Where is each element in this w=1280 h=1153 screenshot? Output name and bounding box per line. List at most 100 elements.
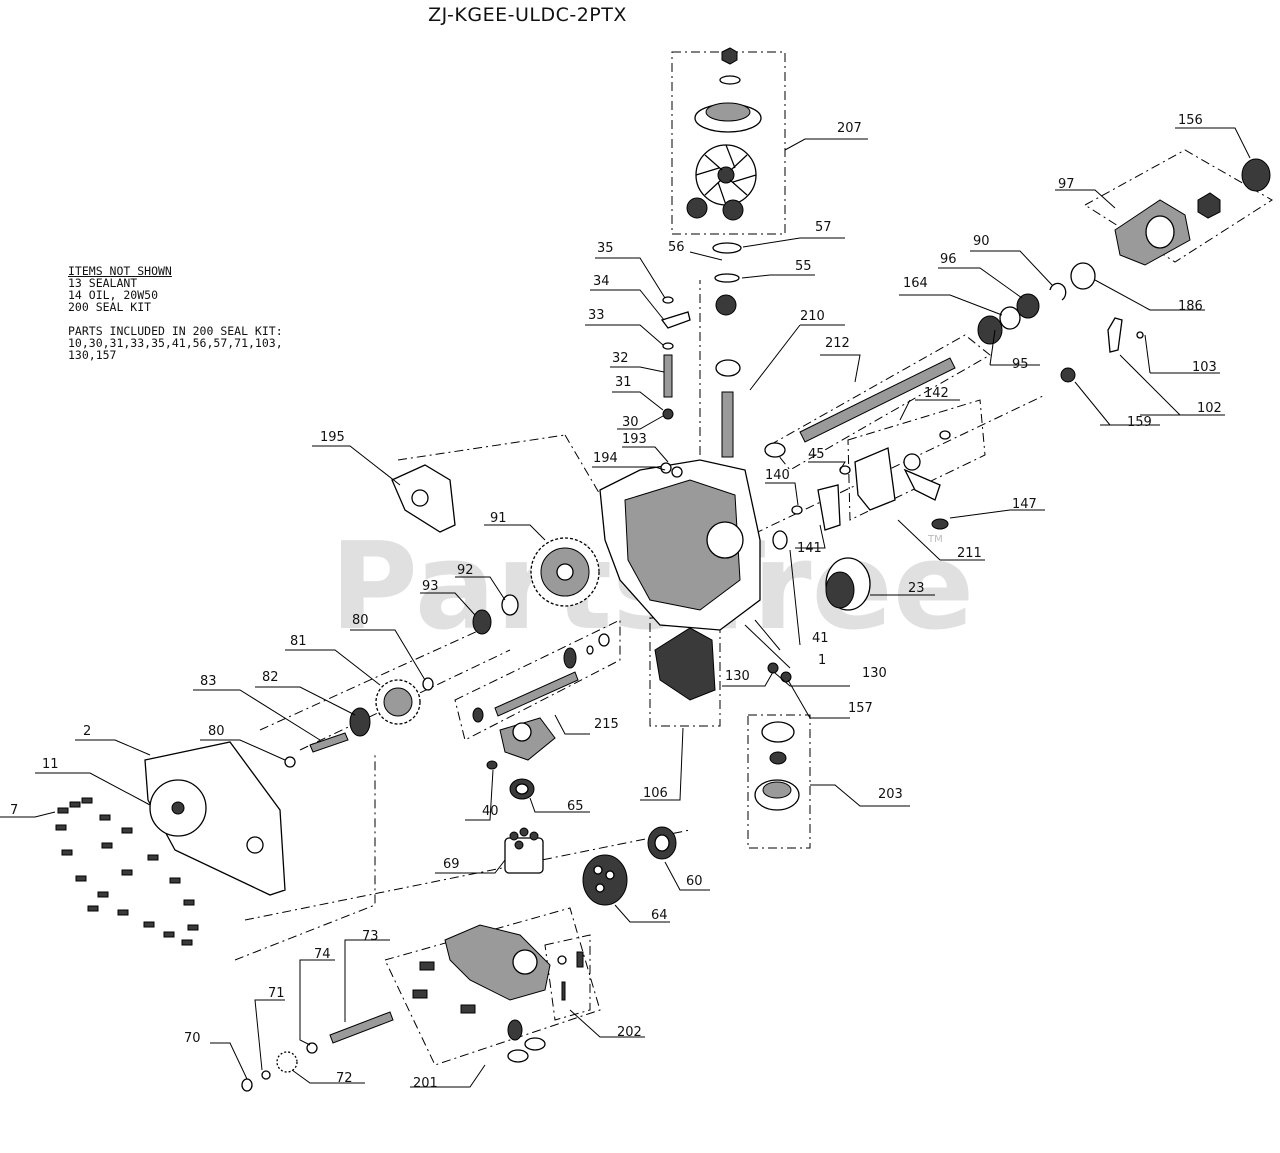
callout-label: 156 [1178, 113, 1203, 128]
spring-part [769, 751, 787, 765]
oring-part [761, 721, 795, 743]
pinion-part [349, 707, 371, 737]
cover-hub-part [171, 801, 185, 815]
gear-body-part [383, 687, 413, 717]
callout-label: 35 [597, 241, 614, 256]
callout-label: 147 [1012, 497, 1037, 512]
seal-kit-header: PARTS INCLUDED IN 200 SEAL KIT: [68, 324, 283, 338]
center-section-bore-part [512, 949, 538, 975]
callout-label: 41 [812, 631, 829, 646]
callout-label: 60 [686, 874, 703, 889]
callout-label: 164 [903, 276, 928, 291]
callout-labels: 207 156 97 57 56 55 35 34 33 32 31 30 90… [10, 113, 1222, 1091]
callout-label: 72 [336, 1071, 353, 1086]
clip-part [662, 296, 674, 304]
shaft-part [309, 732, 349, 753]
callout-label: 194 [593, 451, 618, 466]
callout-label: 130 [725, 669, 750, 684]
arm-part [660, 311, 691, 329]
callout-label: 102 [1197, 401, 1222, 416]
washer-part [422, 677, 434, 691]
callout-label: 93 [422, 579, 439, 594]
callout-label: 30 [622, 415, 639, 430]
leader-lines [0, 127, 1251, 1088]
callout-label: 159 [1127, 415, 1152, 430]
callout-label: 83 [200, 674, 217, 689]
center-section-part [444, 924, 551, 1001]
housing-interior-part [624, 479, 741, 611]
gear-hub-part [556, 563, 574, 581]
washer-part [598, 633, 610, 647]
oring-part [662, 342, 674, 350]
callout-label: 70 [184, 1031, 201, 1046]
washer-part [284, 756, 296, 768]
callout-label: 82 [262, 670, 279, 685]
callout-label: 95 [1012, 357, 1029, 372]
seal-part [1070, 262, 1096, 290]
callout-label: 69 [443, 857, 460, 872]
seal-part [507, 1049, 529, 1063]
callout-label: 73 [362, 929, 379, 944]
snap-ring-part [1049, 282, 1067, 301]
group-box-212 [769, 334, 991, 471]
bearing-bore-part [515, 783, 529, 795]
gear-part [715, 294, 737, 316]
callout-label: 56 [668, 240, 685, 255]
nut-part [1197, 192, 1221, 219]
arm-part [903, 468, 941, 501]
callout-label: 40 [482, 804, 499, 819]
bearing-part [472, 707, 484, 723]
ball-part [557, 955, 567, 965]
pin-part [486, 760, 498, 770]
swash-bore-part [512, 722, 532, 742]
callout-label: 92 [457, 563, 474, 578]
callout-label: 7 [10, 803, 18, 818]
callout-label: 106 [643, 786, 668, 801]
callout-label: 140 [765, 468, 790, 483]
guide-line [719, 394, 1046, 551]
cam-part [563, 647, 577, 669]
bearing-part [472, 609, 492, 635]
housing-bore-part [706, 521, 744, 559]
bearing-part [764, 442, 786, 458]
oring-part [772, 530, 788, 550]
seal-kit-line: 10,30,31,33,35,41,56,57,71,103, [68, 336, 283, 350]
callout-label: 195 [320, 430, 345, 445]
washer-part [719, 75, 741, 85]
callout-label: 31 [615, 375, 632, 390]
guide-line [397, 434, 566, 461]
bearing-part [1016, 293, 1040, 319]
group-box-202 [544, 934, 591, 1021]
plate-part [817, 484, 841, 531]
callout-label: 91 [490, 511, 507, 526]
parts [55, 47, 1271, 1092]
callout-label: 32 [612, 351, 629, 366]
callout-label: 71 [268, 986, 285, 1001]
notes-block: ITEMS NOT SHOWN 13 SEALANT 14 OIL, 20W50… [68, 265, 283, 361]
callout-label: 2 [83, 724, 91, 739]
bolt-set-part [55, 797, 199, 946]
callout-label: 55 [795, 259, 812, 274]
callout-label: 141 [797, 541, 822, 556]
callout-label: 81 [290, 634, 307, 649]
clip-part [1136, 331, 1144, 339]
group-box-211 [847, 399, 986, 521]
input-shaft-part [721, 391, 734, 458]
washer-part [501, 594, 519, 616]
callout-label: 11 [42, 757, 59, 772]
callout-label: 74 [314, 947, 331, 962]
hub-center-part [1145, 215, 1175, 249]
callout-label: 80 [208, 724, 225, 739]
washer-part [241, 1078, 253, 1092]
callout-label: 23 [908, 581, 925, 596]
plug-part [767, 662, 779, 674]
diagram-title: ZJ-KGEE-ULDC-2PTX [428, 4, 627, 26]
washer-part [791, 505, 803, 515]
callout-label: 33 [588, 308, 605, 323]
group-box-203 [747, 714, 811, 849]
callout-label: 80 [352, 613, 369, 628]
callout-label: 202 [617, 1025, 642, 1040]
gear-part [722, 199, 744, 221]
fan-part [695, 144, 757, 206]
